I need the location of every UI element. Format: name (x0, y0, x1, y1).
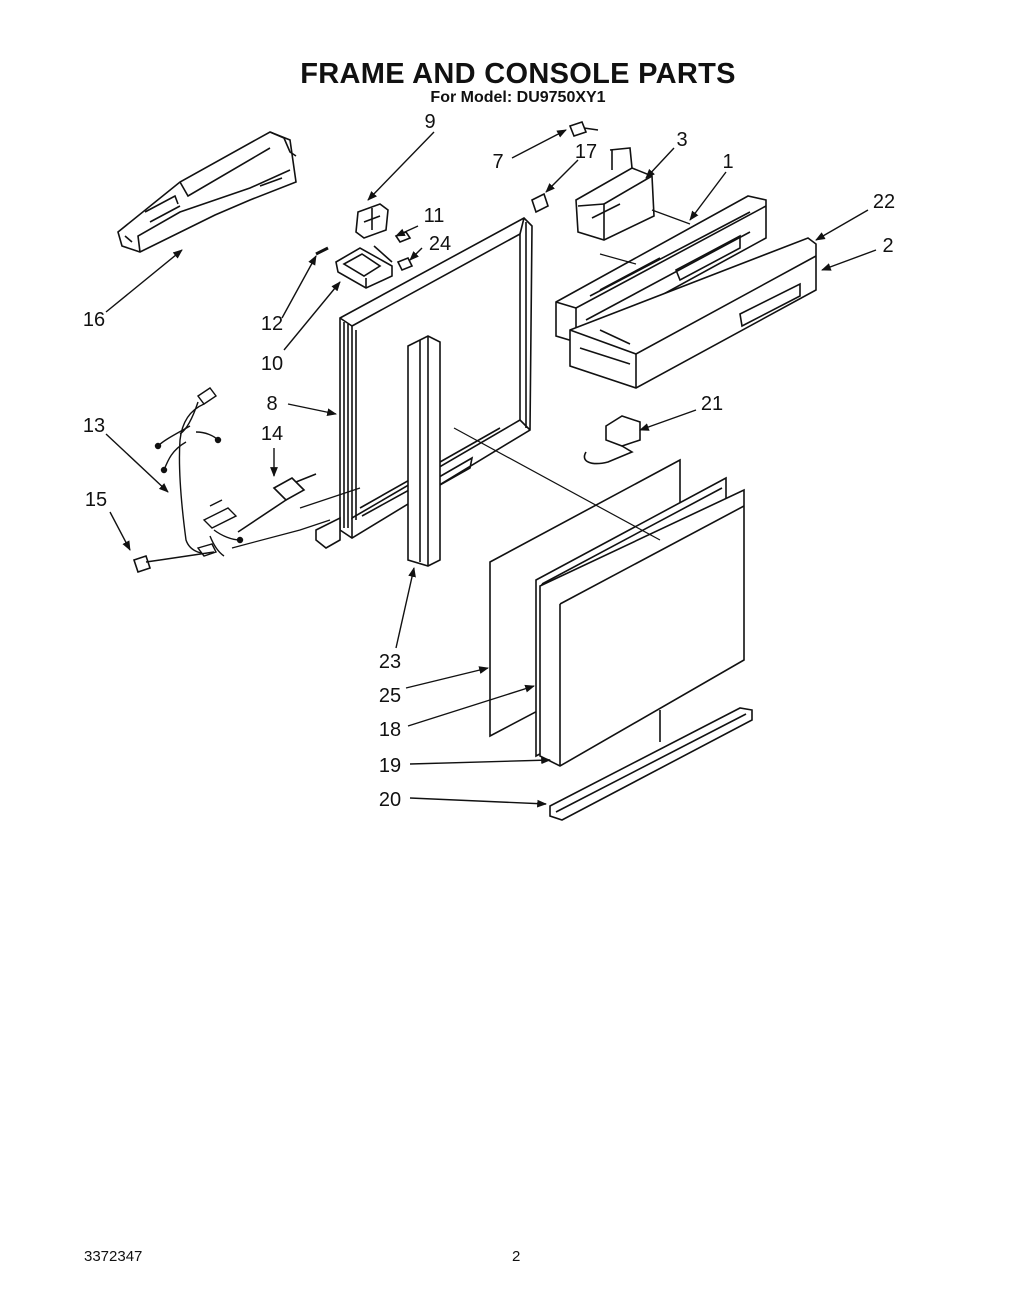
part-8-door-frame (315, 217, 533, 549)
callout-9: 9 (424, 111, 435, 133)
leader-11 (395, 225, 419, 237)
leader-24 (409, 247, 423, 261)
callout-13: 13 (83, 415, 105, 437)
callout-2: 2 (882, 235, 893, 257)
part-3-bracket (575, 147, 655, 241)
callout-18: 18 (379, 719, 401, 741)
part-12-spring (315, 246, 329, 256)
callout-25: 25 (379, 685, 401, 707)
part-21-clip (583, 415, 641, 465)
part-7-screw (568, 121, 599, 137)
part-1-console-panel (555, 195, 767, 343)
part-15-screw (132, 554, 161, 574)
part-14-connector (237, 473, 317, 533)
callout-12: 12 (261, 313, 283, 335)
page-title: FRAME AND CONSOLE PARTS (300, 58, 736, 90)
callout-11: 11 (424, 205, 445, 227)
leader-9 (367, 131, 435, 201)
leader-21 (639, 409, 697, 431)
callout-17: 17 (575, 141, 597, 163)
callout-21: 21 (701, 393, 723, 415)
leader-3 (645, 147, 675, 179)
leader-22 (815, 209, 869, 241)
part-20-bottom-trim (549, 707, 753, 821)
callout-8: 8 (266, 393, 277, 415)
callout-7: 7 (492, 151, 503, 173)
leader-25 (405, 666, 489, 689)
leader-7 (511, 129, 567, 159)
leader-10 (283, 281, 341, 351)
callout-23: 23 (379, 651, 401, 673)
document-number: 3372347 (84, 1248, 143, 1265)
connector-line (651, 209, 691, 225)
connector-line (453, 427, 661, 541)
part-19-door-panel (539, 488, 745, 767)
model-subtitle: For Model: DU9750XY1 (430, 89, 606, 106)
leader-23 (395, 567, 416, 649)
callout-20: 20 (379, 789, 401, 811)
callout-16: 16 (83, 309, 105, 331)
page-number: 2 (512, 1248, 521, 1265)
connector-line (299, 487, 361, 509)
callout-3: 3 (676, 129, 687, 151)
leader-1 (689, 171, 727, 221)
leader-13 (105, 433, 169, 493)
callout-24: 24 (429, 233, 451, 255)
leader-8 (287, 403, 337, 417)
part-23-channel (407, 335, 441, 567)
leader-17 (545, 159, 579, 193)
leader-2 (821, 249, 877, 271)
leader-15 (109, 511, 131, 551)
callout-1: 1 (722, 151, 733, 173)
connector-line (231, 519, 331, 549)
part-9-switch-bracket (355, 203, 389, 239)
part-24-switch-clip (396, 256, 414, 272)
part-16-console-cover (117, 131, 297, 253)
callout-15: 15 (85, 489, 107, 511)
part-2-control-panel (569, 237, 817, 389)
leader-18 (407, 684, 535, 727)
leader-19 (409, 756, 551, 765)
callout-22: 22 (873, 191, 895, 213)
part-13-wire-harness (154, 387, 244, 561)
callout-19: 19 (379, 755, 401, 777)
callout-14: 14 (261, 423, 283, 445)
part-10-switch-housing (335, 245, 393, 289)
leader-16 (105, 249, 183, 313)
part-17-clip (531, 192, 549, 214)
callout-10: 10 (261, 353, 283, 375)
connector-line (599, 253, 637, 265)
leader-20 (409, 797, 547, 808)
leader-12 (281, 255, 317, 319)
